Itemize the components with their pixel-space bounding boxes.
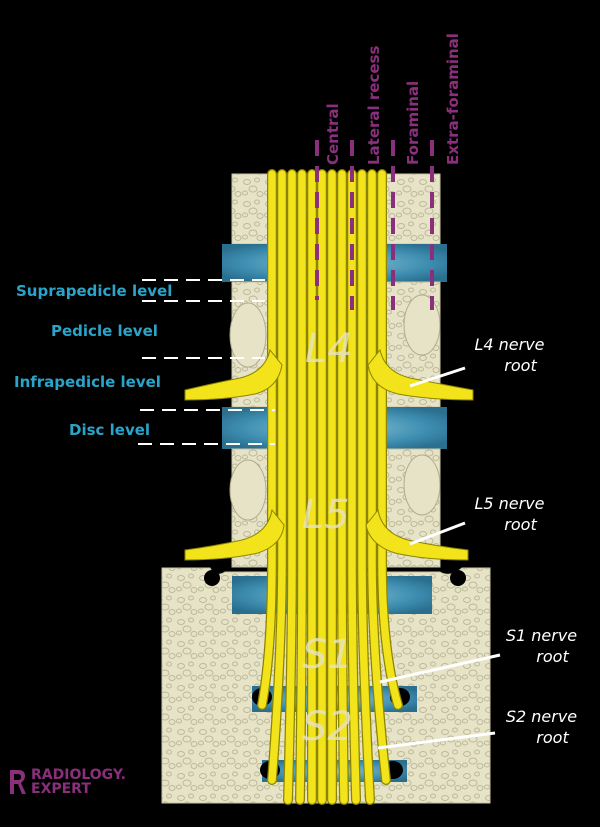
- nerve-strand: [268, 170, 286, 784]
- s1-nerve-root-line1: S1 nerve: [505, 626, 578, 645]
- logo-line1: RADIOLOGY.: [31, 767, 126, 783]
- l5-label: L5: [302, 492, 350, 538]
- foraminal-zone-label: Foraminal: [404, 80, 422, 165]
- l4-nerve-root-line1: L4 nerve: [474, 335, 545, 354]
- l4-left-pedicle: [229, 302, 267, 368]
- l4-right-pedicle: [403, 294, 441, 356]
- radiology-expert-logo: RADIOLOGY. EXPERT: [8, 768, 126, 796]
- l5-root-pointer: [409, 521, 466, 546]
- nerve-strand: [348, 170, 360, 804]
- s1-root-pointer: [379, 653, 501, 684]
- s2-nerve-root-line2: root: [536, 728, 569, 747]
- root-pointers: [377, 366, 501, 750]
- suprapedicle-level-label: Suprapedicle level: [16, 282, 173, 300]
- nerve-strand: [258, 170, 276, 709]
- zone-lines: [315, 140, 434, 310]
- exiting-roots: [184, 348, 474, 561]
- logo-r-icon: [10, 770, 26, 794]
- s2-label: S2: [302, 704, 353, 750]
- s1-nerve-root-label: S1 nerve root: [494, 625, 589, 667]
- s1-label: S1: [302, 632, 353, 678]
- extra-foraminal-zone-label: Extra-foraminal: [444, 33, 462, 165]
- nerve-strand: [378, 170, 402, 709]
- disc-level-label: Disc level: [69, 421, 151, 439]
- l4-root-pointer: [409, 366, 466, 388]
- nerve-strand: [338, 170, 348, 804]
- logo-line2: EXPERT: [31, 781, 91, 797]
- l5-left-pedicle: [229, 459, 267, 521]
- cauda-equina: [257, 169, 403, 805]
- s2-nerve-root-label: S2 nerve root: [494, 706, 589, 748]
- l4-nerve-root-line2: root: [504, 356, 537, 375]
- l5-right-pedicle: [403, 454, 441, 516]
- nerve-strand: [296, 170, 306, 804]
- s2-nerve-root-line1: S2 nerve: [505, 707, 578, 726]
- nerve-strand: [358, 170, 374, 804]
- pedicle-level-label: Pedicle level: [51, 322, 158, 340]
- level-lines: [138, 279, 275, 445]
- sacral-ala-notch-right: [450, 570, 466, 586]
- central-zone-label: Central: [324, 103, 342, 165]
- l5-nerve-root-line1: L5 nerve: [474, 494, 545, 513]
- l4-left-root: [184, 348, 283, 401]
- l5-nerve-root-label: L5 nerve root: [462, 493, 557, 535]
- lateral-recess-zone-label: Lateral recess: [365, 45, 383, 165]
- s2-root-pointer: [377, 731, 496, 750]
- l5-nerve-root-line2: root: [504, 515, 537, 534]
- s1-nerve-root-line2: root: [536, 647, 569, 666]
- l5-left-root: [184, 508, 285, 561]
- l4-label: L4: [305, 326, 353, 372]
- l4-right-root: [367, 348, 474, 401]
- l5-right-root: [365, 508, 469, 561]
- sacral-ala-notch-left: [204, 570, 220, 586]
- nerve-strand: [284, 170, 296, 804]
- infrapedicle-level-label: Infrapedicle level: [14, 373, 161, 391]
- l4-nerve-root-label: L4 nerve root: [462, 334, 557, 376]
